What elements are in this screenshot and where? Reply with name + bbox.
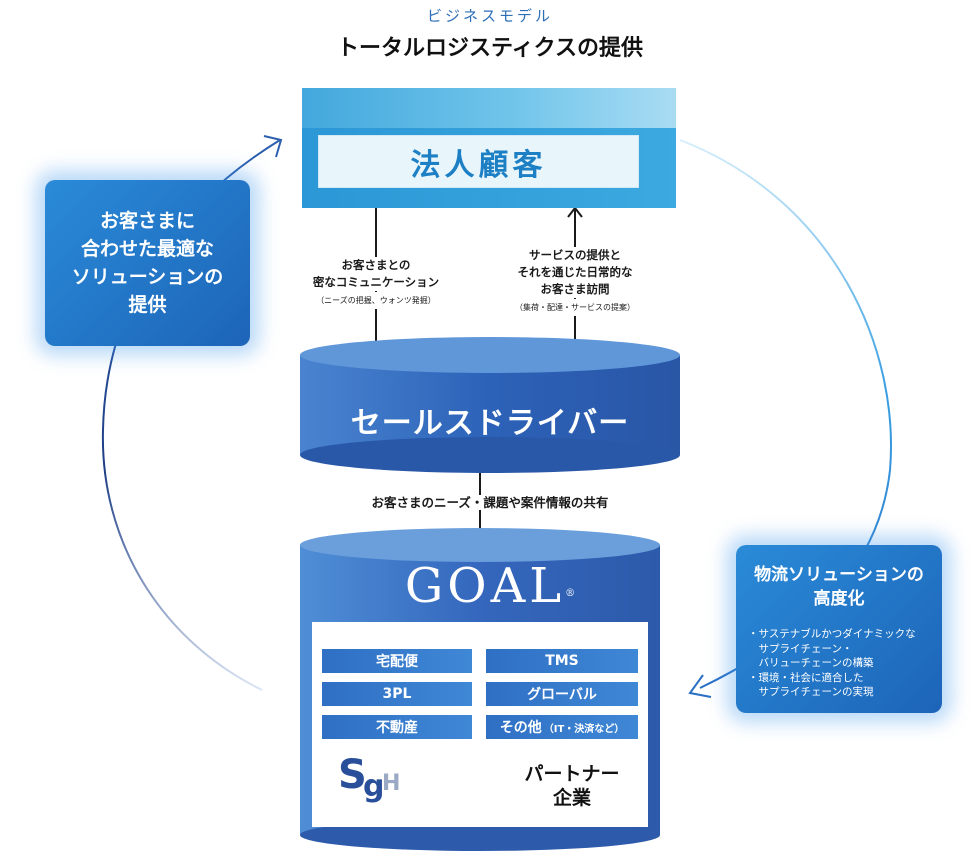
link-label: 連携 [466, 777, 491, 791]
logistics-advancement-title: 物流ソリューションの 高度化 [736, 563, 942, 611]
service-item: 宅配便 [322, 649, 472, 673]
arrowhead-right-icon [688, 674, 712, 698]
partner-label: パートナー 企業 [522, 762, 622, 810]
flow-right-line: それを通じた日常的な [495, 264, 655, 281]
service-label: その他 [499, 720, 542, 736]
service-note: （IT・決済など） [543, 723, 625, 735]
partner-line: パートナー [524, 763, 620, 785]
customer-label: 法人顧客 [410, 147, 547, 183]
registered-mark: ® [565, 588, 576, 599]
sgh-logo-text: SgH [312, 622, 313, 623]
share-label: お客さまのニーズ・課題や案件情報の共有 [300, 492, 680, 511]
flow-left-text: お客さまとの 密なコミュニケーション （ニーズの把握、ウォンツ発掘） [296, 257, 456, 309]
goal-services-panel: 宅配便 TMS 3PL グローバル 不動産 その他（IT・決済など） S g H… [312, 622, 648, 827]
logistics-advancement-box: 物流ソリューションの 高度化 ・サステナブルかつダイナミックな サプライチェーン… [736, 545, 942, 713]
sales-driver-label: セールスドライバー [350, 406, 630, 441]
flow-left-line: お客さまとの [296, 257, 456, 274]
diagram-subtitle: ビジネスモデル [426, 7, 553, 25]
logistics-advancement-bullets: ・サステナブルかつダイナミックな サプライチェーン・ バリューチェーンの構築 ・… [748, 627, 938, 700]
optimal-solution-line: 提供 [128, 294, 167, 316]
title-line: 高度化 [813, 589, 865, 609]
service-label: 不動産 [376, 720, 418, 736]
bullet-line: サプライチェーンの実現 [748, 686, 874, 698]
service-item: 不動産 [322, 715, 472, 739]
optimal-solution-line: お客さまに [99, 210, 195, 232]
service-label: 宅配便 [376, 654, 418, 670]
service-label: グローバル [527, 687, 597, 703]
goal-label: GOAL [404, 558, 566, 614]
bullet-line: ・環境・社会に適合した [748, 671, 864, 684]
share-label-text: お客さまのニーズ・課題や案件情報の共有 [367, 495, 613, 510]
diagram-title: トータルロジスティクスの提供 [336, 36, 644, 61]
arrowhead-left-icon [263, 135, 283, 158]
flow-left-note: （ニーズの把握、ウォンツ発掘） [296, 292, 456, 309]
optimal-solution-line: 合わせた最適な [80, 238, 214, 260]
svg-text:H: H [382, 771, 400, 796]
sgh-logo-icon: S g H [338, 752, 400, 804]
service-item: グローバル [486, 682, 638, 706]
customer-box-top [302, 88, 676, 128]
service-item: その他（IT・決済など） [486, 715, 638, 739]
svg-text:S: S [338, 752, 367, 798]
optimal-solution-box: お客さまに 合わせた最適な ソリューションの 提供 [45, 180, 250, 346]
svg-text:g: g [363, 769, 384, 804]
optimal-solution-line: ソリューションの [71, 266, 224, 288]
arrow-up-icon [567, 206, 583, 218]
flow-right-note: （集荷・配達・サービスの提案） [495, 299, 655, 316]
bullet-line: サプライチェーン・ [748, 642, 853, 655]
flow-right-line: お客さま訪問 [495, 281, 655, 298]
flow-left-line: 密なコミュニケーション [296, 274, 456, 291]
service-label: 3PL [382, 686, 412, 702]
partner-line: 企業 [552, 787, 591, 809]
goal-logo: GOAL® [300, 558, 680, 614]
title-line: 物流ソリューションの [754, 565, 924, 585]
service-item: TMS [486, 649, 638, 673]
sales-driver-cylinder [300, 337, 680, 473]
flow-right-text: サービスの提供と それを通じた日常的な お客さま訪問 （集荷・配達・サービスの提… [495, 247, 655, 316]
service-item: 3PL [322, 682, 472, 706]
flow-right-line: サービスの提供と [495, 247, 655, 264]
service-label: TMS [545, 653, 579, 669]
bullet-line: ・サステナブルかつダイナミックな [748, 628, 916, 640]
bullet-line: バリューチェーンの構築 [748, 657, 874, 669]
customer-label-panel: 法人顧客 [318, 135, 639, 188]
